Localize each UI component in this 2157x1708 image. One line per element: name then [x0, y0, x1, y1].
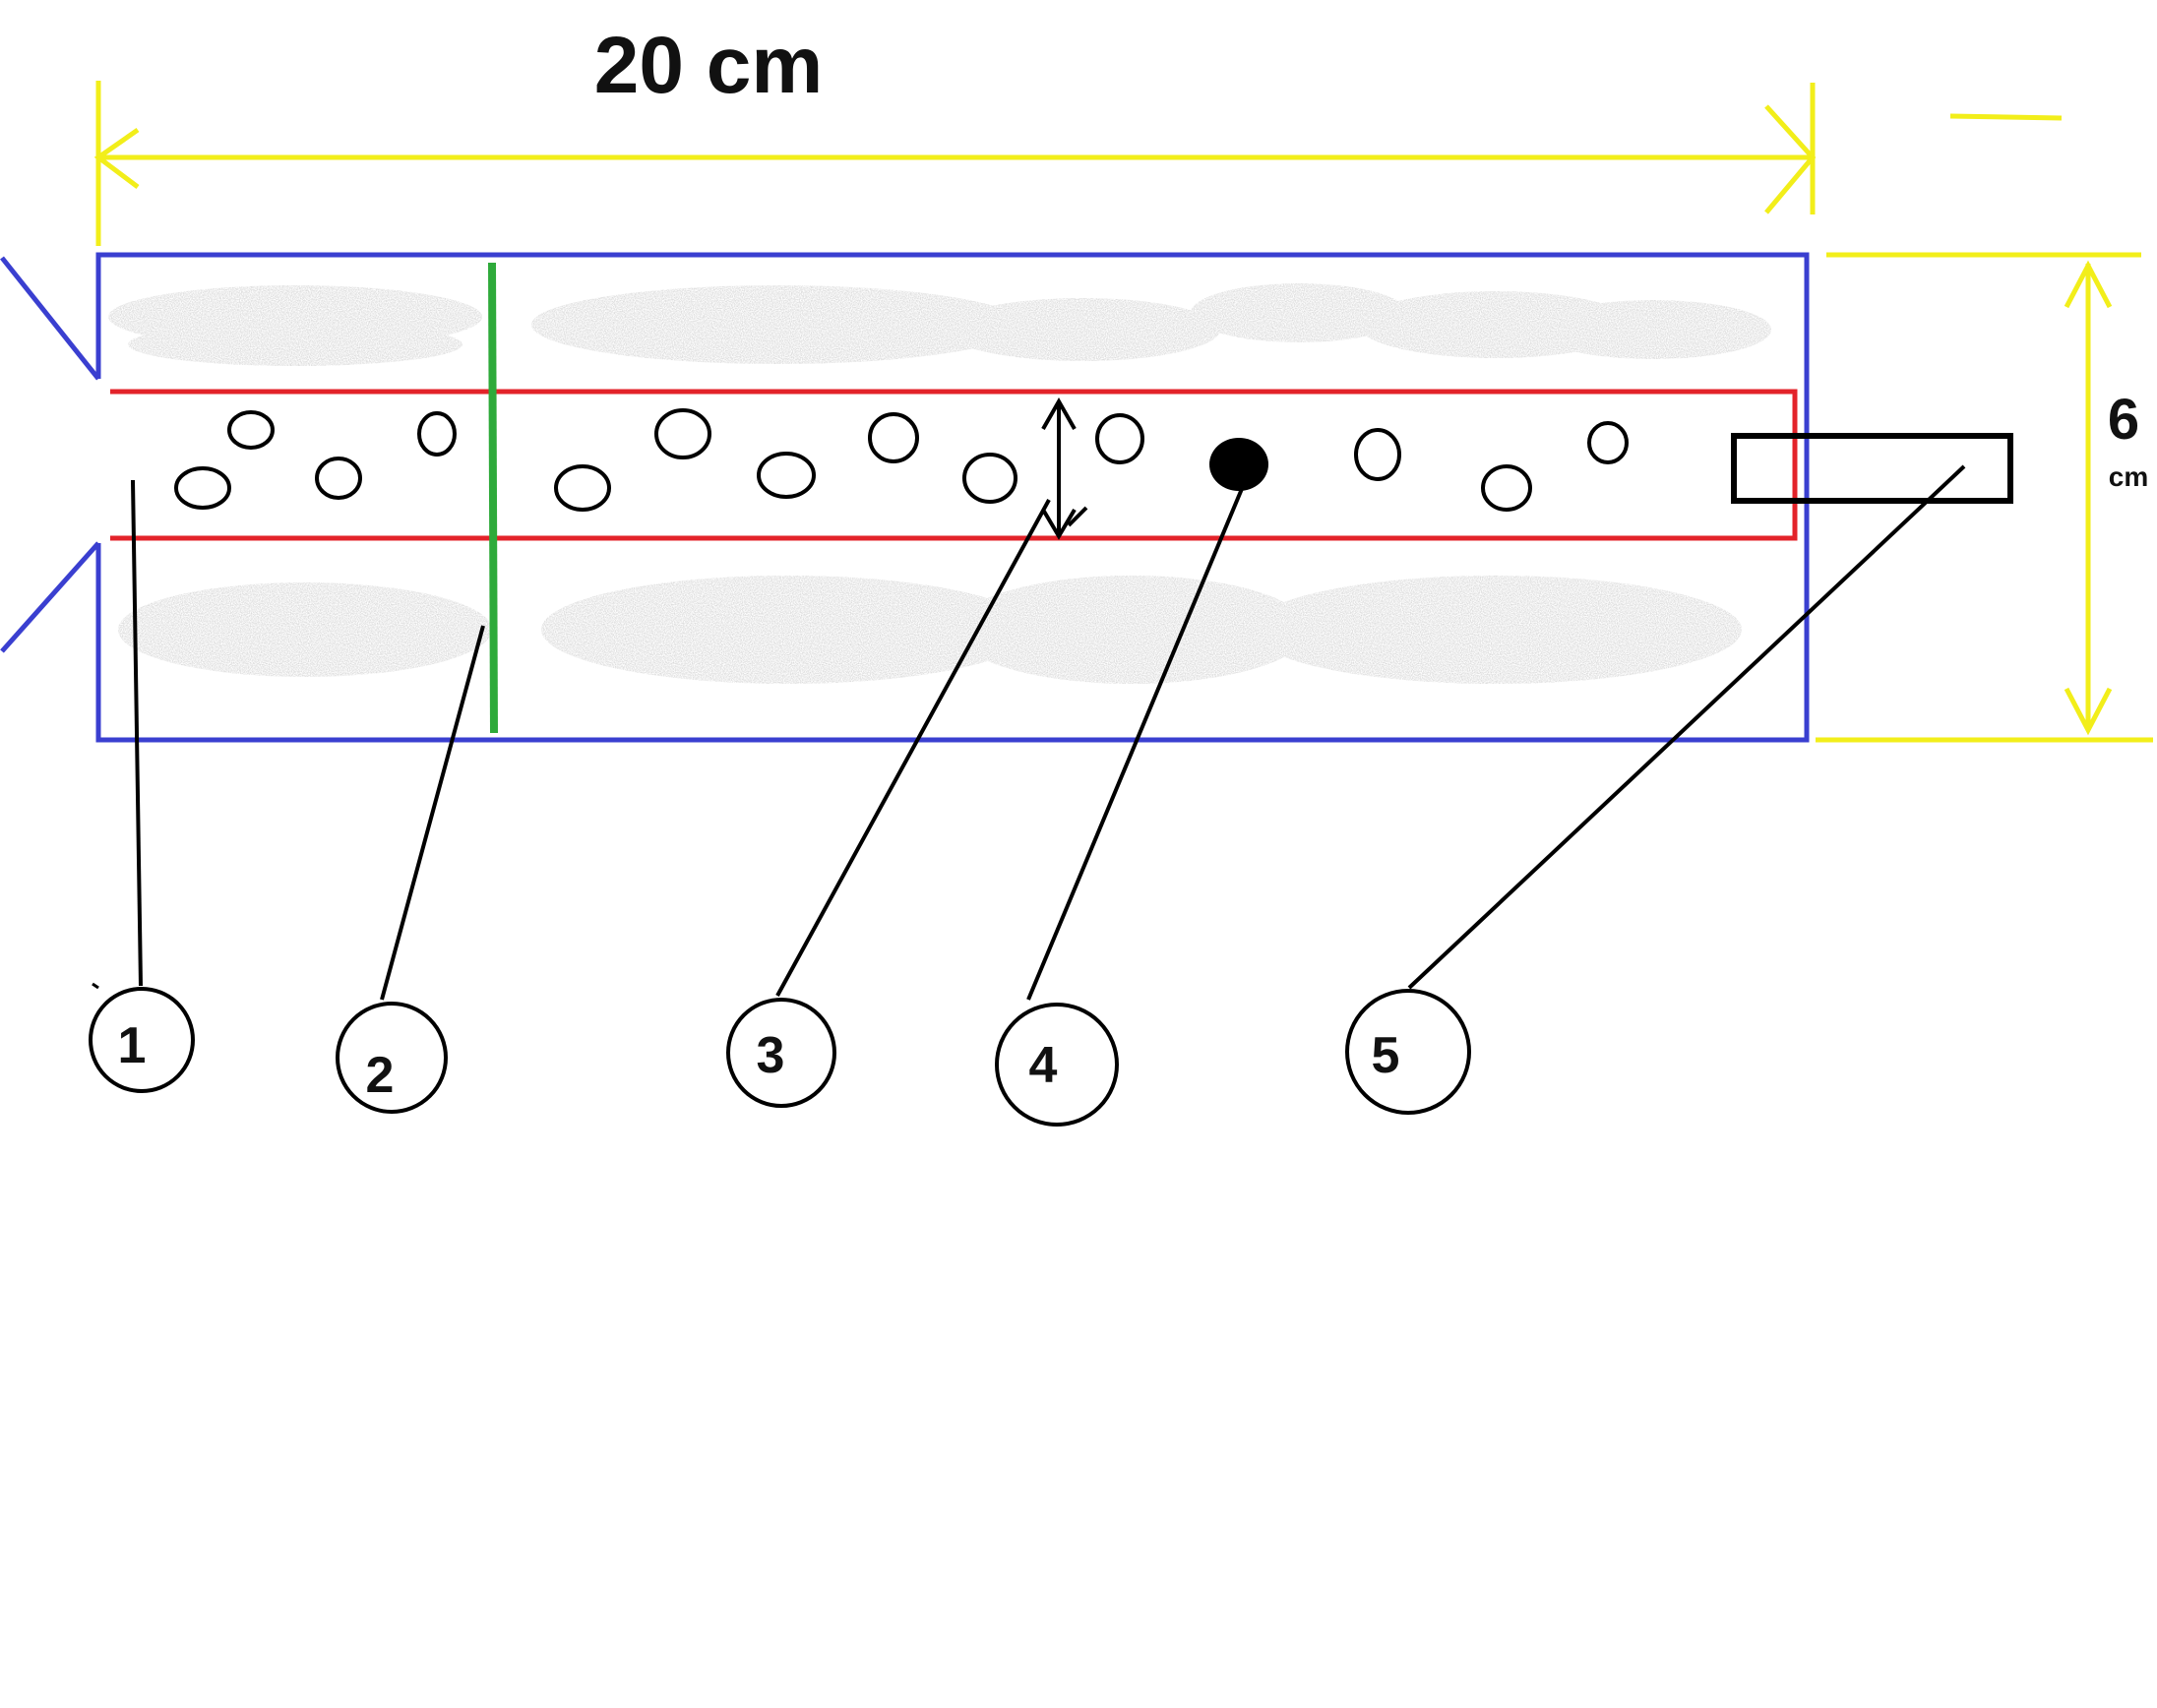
stray-yellow-mark — [1949, 113, 2063, 121]
leader-line-1 — [131, 479, 143, 987]
particle — [1354, 428, 1401, 481]
height-label: 6 — [2108, 388, 2139, 452]
leader-lines — [131, 464, 1966, 1001]
leader-line-5 — [1407, 464, 1966, 990]
length-label: 20 cm — [594, 21, 824, 110]
callout-circle — [995, 1003, 1119, 1127]
callout-3: 3 — [726, 998, 836, 1108]
callout-1: 1 — [89, 987, 195, 1093]
particle — [554, 464, 611, 512]
particle — [962, 453, 1017, 504]
particle — [868, 412, 919, 463]
particle — [654, 408, 711, 459]
callout-2: 2 — [336, 1002, 448, 1114]
inlet-funnel-lower — [0, 541, 100, 653]
particle — [1095, 413, 1144, 464]
length-arrowhead-right — [1764, 104, 1817, 214]
callout-4: 4 — [995, 1003, 1119, 1127]
leader-line-2 — [380, 625, 485, 1001]
callout-circle — [726, 998, 836, 1108]
outer-tube — [0, 252, 1810, 743]
particle — [315, 457, 362, 500]
callout-circle — [336, 1002, 448, 1114]
gap-arrow — [1041, 396, 1088, 540]
height-unit-label: cm — [2109, 461, 2148, 492]
inner-channel — [110, 389, 1798, 541]
filling-lower — [118, 576, 1742, 684]
leader-line-4 — [1026, 483, 1246, 1001]
divider-line — [488, 262, 498, 734]
height-dimension: 6 cm — [1816, 252, 2153, 743]
particle — [417, 411, 457, 457]
particle — [227, 410, 275, 450]
stray-dot — [92, 982, 99, 990]
length-dimension: 20 cm — [93, 21, 1817, 246]
particle — [1587, 421, 1629, 464]
callout-number: 5 — [1372, 1027, 1400, 1084]
particle — [174, 466, 231, 510]
outer-tube-top-wall — [95, 252, 1810, 743]
callout-number: 2 — [366, 1047, 395, 1104]
height-arrowhead-top — [2064, 260, 2113, 309]
callout-number: 3 — [757, 1027, 785, 1084]
callout-circle — [1345, 989, 1471, 1115]
particle — [1481, 464, 1532, 512]
inlet-funnel-upper — [0, 256, 100, 381]
callout-number: 4 — [1029, 1037, 1058, 1094]
callout-circle — [89, 987, 195, 1093]
length-arrowhead-left — [93, 127, 140, 189]
particle — [757, 452, 816, 499]
callout-5: 5 — [1345, 989, 1471, 1115]
leader-line-3 — [775, 499, 1051, 997]
filling-upper — [108, 283, 1771, 366]
height-arrowhead-bottom — [2064, 687, 2113, 736]
solid-particle — [1209, 438, 1268, 491]
detector-box — [1731, 433, 2013, 504]
particles — [174, 408, 1629, 512]
callout-number: 1 — [118, 1017, 147, 1074]
